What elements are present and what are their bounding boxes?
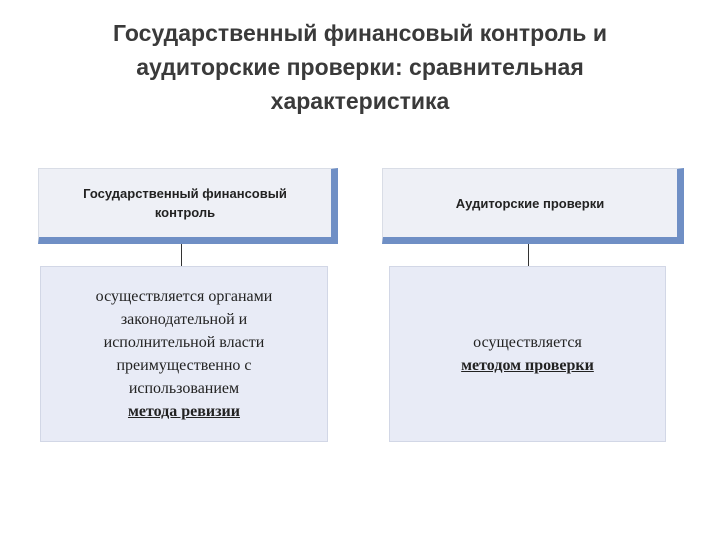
audit-description-box: осуществляется методом проверки	[389, 266, 666, 442]
audit-connector	[528, 244, 529, 266]
state-control-header-line-1: Государственный финансовый	[83, 186, 287, 201]
audit-method-emphasis: методом проверки	[461, 357, 594, 374]
audit-desc-line: осуществляется	[473, 334, 582, 351]
state-control-desc-line: преимущественно с	[116, 357, 252, 374]
slide-title: Государственный финансовый контроль и ау…	[20, 16, 700, 118]
title-line-3: характеристика	[270, 88, 450, 114]
audit-header-text: Аудиторские проверки	[455, 195, 605, 211]
state-control-description-box: осуществляется органами законодательной …	[40, 266, 328, 442]
state-control-header-box: Государственный финансовый контроль	[38, 168, 338, 244]
state-control-desc-line: осуществляется органами	[95, 288, 273, 305]
state-control-header-text: Государственный финансовый контроль	[83, 184, 287, 222]
audit-header-box: Аудиторские проверки	[382, 168, 684, 244]
state-control-desc-line: использованием	[128, 380, 240, 397]
state-control-header-line-2: контроль	[154, 205, 216, 220]
state-control-connector	[181, 244, 182, 266]
title-line-1: Государственный финансовый контроль и	[113, 20, 607, 46]
title-line-2: аудиторские проверки: сравнительная	[136, 54, 584, 80]
state-control-desc-line: законодательной и	[120, 311, 248, 328]
state-control-desc-line: исполнительной власти	[103, 334, 265, 351]
state-control-method-emphasis: метода ревизии	[127, 403, 240, 420]
